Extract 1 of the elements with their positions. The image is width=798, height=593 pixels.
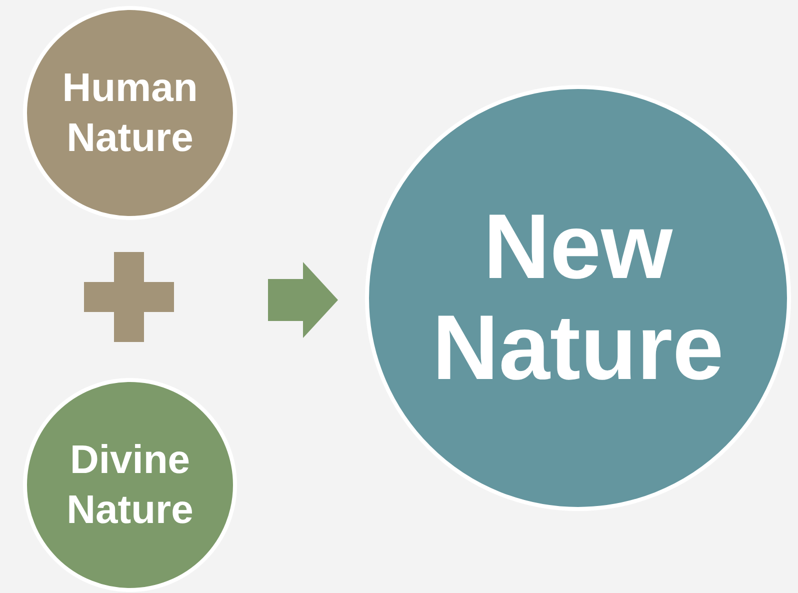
block-arrow [268, 262, 338, 338]
